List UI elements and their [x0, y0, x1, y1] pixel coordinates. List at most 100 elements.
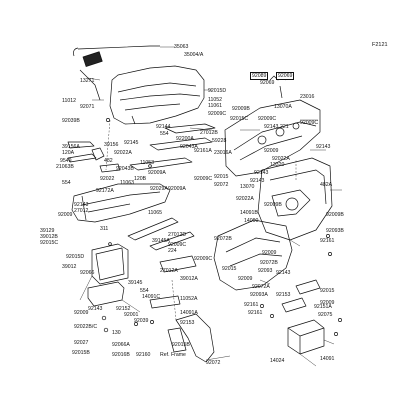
part-label: 39012 [62, 264, 77, 270]
dash-panel-part [224, 99, 321, 177]
lever-part [67, 141, 95, 149]
part-label: 11061 [208, 103, 223, 109]
part-label: 92009 [58, 212, 73, 218]
part-label: 92015 [320, 288, 335, 294]
part-label: 92172A [96, 188, 114, 194]
part-label: 92072 [206, 360, 221, 366]
part-label: 92143 [74, 202, 89, 208]
part-label: 92043B [116, 166, 134, 172]
part-label: 92009A [148, 170, 166, 176]
part-label: 92039B [62, 118, 80, 124]
part-label: 11065 [148, 210, 163, 216]
strap-part [149, 231, 195, 251]
part-label: 35004/A [184, 52, 204, 58]
part-label: 554 [140, 288, 149, 294]
part-label: 39012A [180, 276, 198, 282]
part-label: 92093A [250, 292, 268, 298]
part-label: 27012D [168, 232, 187, 238]
part-label: 27012B [200, 130, 218, 136]
part-label: 92009 [264, 148, 279, 154]
part-label: 92015D [66, 254, 85, 260]
part-label: 92072B [260, 260, 278, 266]
storage-lid-part [87, 281, 125, 307]
part-label: 92143 [316, 144, 331, 150]
part-label: 92022A [272, 156, 290, 162]
lever-part [67, 153, 97, 163]
part-label: 92069 [260, 80, 275, 86]
part-label: 92022 [100, 176, 115, 182]
part-label: 92153 [180, 320, 195, 326]
part-label: 92009C [208, 111, 227, 117]
part-label: 482A [320, 182, 333, 188]
part-label: 92015 [214, 174, 229, 180]
part-label: 92143 [254, 170, 269, 176]
part-label: 92066 [80, 270, 95, 276]
part-label: 92015B [172, 342, 190, 348]
part-label: 92153 [276, 292, 291, 298]
rod-part [77, 45, 160, 50]
part-label: 92043A [180, 144, 198, 150]
part-label: 11063 [120, 180, 135, 186]
part-label: 221 [280, 124, 289, 130]
part-label: 92009C [168, 242, 187, 248]
part-label: 11052A [180, 296, 198, 302]
part-label: 14024 [270, 358, 285, 364]
rod-part [73, 47, 79, 57]
part-label: 92009B [232, 106, 250, 112]
part-label: 92001 [124, 312, 139, 318]
part-label: 39156A [62, 144, 80, 150]
part-label: 39145 [128, 280, 143, 286]
rod-part [79, 69, 101, 101]
part-label: 92161 [248, 310, 263, 316]
part-label: 92009 [238, 276, 253, 282]
diagram-code: F2121 [372, 42, 388, 48]
part-label: 92022A [236, 196, 254, 202]
part-label: 13070A [274, 104, 292, 110]
part-label: 92009C [258, 116, 277, 122]
part-label: 27012 [74, 208, 89, 214]
lower-tray-part [71, 183, 171, 223]
part-label: 13320 [270, 162, 285, 168]
plate-part [149, 295, 181, 309]
part-label: 92039 [134, 318, 149, 324]
part-label: 92009C [300, 120, 319, 126]
part-label: 92015C [230, 116, 249, 122]
rail-part [149, 137, 213, 151]
part-label: 14090 [244, 218, 259, 224]
part-label: 9549 [60, 158, 72, 164]
part-label: 92075 [318, 312, 333, 318]
part-label: 92015B [72, 350, 90, 356]
ref-frame-label: Ref. Frame [160, 352, 186, 358]
bracket-part [91, 147, 105, 161]
box-part [287, 319, 325, 355]
part-label: 92009A [168, 186, 186, 192]
rail-part [129, 157, 193, 171]
part-label: 27012A [160, 268, 178, 274]
part-label: 11053 [140, 160, 155, 166]
part-label: 92072B [214, 236, 232, 242]
frame-bracket-part [167, 327, 187, 353]
part-label: 92093 [258, 268, 273, 274]
part-label: 130 [112, 330, 121, 336]
decal-part [82, 51, 103, 67]
floor-panel-part [213, 219, 293, 291]
part-label: 39145A [152, 238, 170, 244]
part-label: 120B [134, 176, 147, 182]
frame-bracket-part [175, 313, 215, 363]
part-label: 92152 [116, 306, 131, 312]
part-label: 92143 [88, 306, 103, 312]
part-label: 92143 [264, 124, 279, 130]
part-label: 92161 [320, 238, 335, 244]
part-label: 92022B/C [74, 324, 98, 330]
part-label: 92027 [74, 340, 89, 346]
part-label: 23016 [300, 94, 315, 100]
rail-part [164, 123, 216, 134]
part-label: 224 [168, 248, 177, 254]
part-label: 14091A [180, 310, 198, 316]
part-label: 92200A [176, 136, 194, 142]
part-label: 92093B [326, 228, 344, 234]
part-label: 39156 [104, 142, 119, 148]
part-label: 92160 [136, 352, 151, 358]
